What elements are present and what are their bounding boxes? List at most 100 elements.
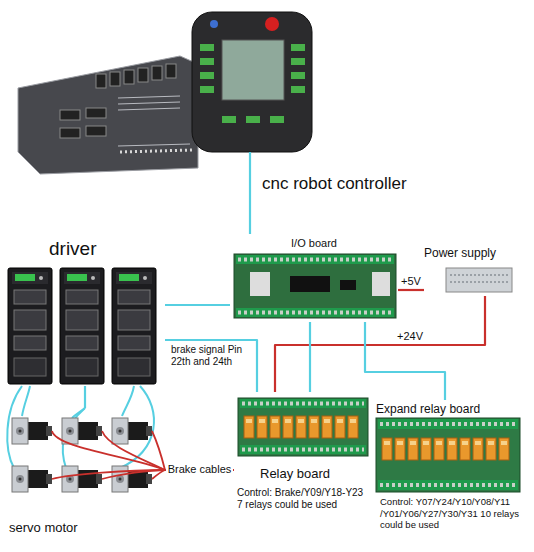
teach-pendant <box>249 152 251 198</box>
teach-pendant <box>246 116 260 123</box>
brake-wires <box>152 470 165 479</box>
teach-pendant <box>200 44 305 123</box>
servo-motor-pictures <box>12 418 52 444</box>
servo-motor-pictures <box>62 418 102 444</box>
power-supply-picture <box>446 268 512 292</box>
teach-pendant <box>192 12 312 198</box>
controller-box <box>152 66 162 80</box>
expand-relay-board-picture <box>382 438 392 460</box>
controller-box <box>166 64 176 78</box>
relay-board-picture <box>242 448 364 452</box>
controller-box <box>18 56 198 174</box>
controller-box <box>118 144 190 146</box>
relay-board-picture <box>257 416 267 438</box>
io-board-picture <box>236 308 394 317</box>
expand-relay-board-picture <box>447 438 457 460</box>
relay-board-picture <box>240 445 366 454</box>
controller-box <box>118 96 180 98</box>
relay-board-picture <box>238 398 368 456</box>
motor-cables <box>22 386 30 416</box>
expand-relay-board-picture <box>376 418 520 492</box>
io-board-picture <box>340 280 356 290</box>
servo-motor-pictures <box>12 466 52 492</box>
driver-pictures <box>8 268 52 384</box>
servo-motor-pictures <box>112 418 152 444</box>
teach-pendant <box>270 116 284 123</box>
relay-board-picture <box>270 416 280 438</box>
brake-wires <box>52 431 165 470</box>
board-label: Expand relay board <box>376 402 530 416</box>
relay-board-picture <box>244 416 254 438</box>
brake-wires <box>52 431 165 479</box>
relay-board-picture <box>238 398 368 456</box>
relay-board-picture <box>296 416 306 438</box>
board-label: I/O board <box>230 237 398 250</box>
cable <box>249 198 251 234</box>
teach-pendant <box>200 58 214 65</box>
io-board-picture <box>238 311 392 315</box>
servo-driver: driver <box>5 236 165 386</box>
io-board-picture <box>236 255 394 264</box>
cable <box>275 296 485 392</box>
expand-relay-board-picture <box>460 438 470 460</box>
expand-relay-board-picture <box>499 438 509 460</box>
controller-box <box>110 72 120 86</box>
io-board-picture <box>290 276 330 292</box>
cable-label: brake signal Pin 22th and 24th <box>169 344 253 368</box>
teach-pendant <box>210 20 218 28</box>
controller-box <box>86 108 106 118</box>
power-supply-picture <box>450 274 508 276</box>
io-board-picture <box>372 272 390 296</box>
servo-motor: servo motor <box>5 408 165 540</box>
expand-relay-board-picture <box>376 418 520 492</box>
unit-label: driver <box>49 238 165 261</box>
teach-pendant <box>291 72 305 79</box>
relay-board-picture <box>242 402 364 406</box>
brake-wires <box>152 431 165 470</box>
teach-pendant <box>192 12 312 152</box>
cable-label: +5V <box>399 275 423 288</box>
board-label: Relay board <box>260 466 372 482</box>
cable <box>165 340 257 392</box>
unit-label: cnc robot controller <box>262 174 430 194</box>
driver-pictures <box>8 268 156 384</box>
teach-pendant <box>291 86 305 93</box>
driver-pictures <box>112 268 156 384</box>
relay-note: Control: Y07/Y24/Y10/Y08/Y11 /Y01/Y06/Y2… <box>380 496 529 531</box>
teach-pendant <box>222 116 236 123</box>
power-supply: Power supply <box>424 244 530 296</box>
relay-board-picture <box>283 416 293 438</box>
relay-note: Control: Brake/Y09/Y18-Y23 7 relays coul… <box>237 487 371 511</box>
driver-pictures <box>60 268 104 384</box>
controller-unit: cnc robot controller <box>190 6 430 198</box>
expand-relay-board-picture <box>378 419 518 429</box>
expand-relay-board-picture <box>378 480 518 490</box>
cable <box>309 322 311 392</box>
relay-board-picture <box>348 416 358 438</box>
controller-box <box>60 128 80 138</box>
expand-relay-board-picture <box>408 438 418 460</box>
expand-relay-board: Expand relay boardControl: Y07/Y24/Y10/Y… <box>374 400 530 548</box>
brake-wires <box>102 470 165 479</box>
controller-box <box>118 96 190 146</box>
io-board-picture <box>250 272 270 296</box>
unit-label: Power supply <box>424 246 530 260</box>
cable <box>165 304 230 306</box>
io-board-picture <box>238 258 392 262</box>
teach-pendant <box>200 72 214 79</box>
controller-box <box>60 110 80 120</box>
relay-board-picture <box>309 416 319 438</box>
io-board-picture <box>234 254 396 318</box>
expand-relay-board-picture <box>380 483 516 487</box>
brake-wires <box>52 470 165 479</box>
controller-box <box>138 68 148 82</box>
servo-motor-pictures <box>12 418 152 492</box>
power-supply-picture <box>446 268 512 292</box>
controller-box <box>86 126 106 136</box>
brake-wires <box>102 431 165 470</box>
relay-board: Relay boardControl: Brake/Y09/Y18-Y23 7 … <box>234 392 372 532</box>
cable-label: Brake cables <box>166 463 234 476</box>
cable <box>365 322 445 400</box>
teach-pendant <box>291 44 305 51</box>
